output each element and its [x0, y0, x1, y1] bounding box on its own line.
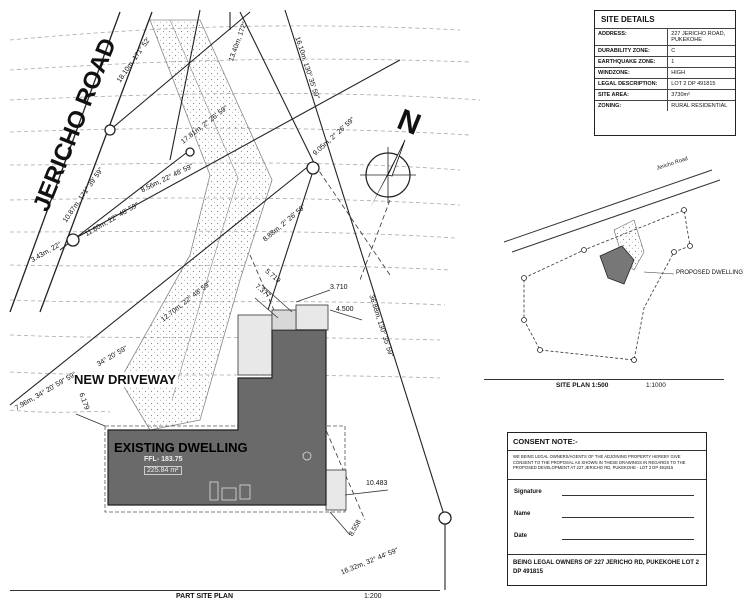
part-site-plan-underline — [10, 590, 440, 591]
consent-note-panel: CONSENT NOTE:- WE BEING LEGAL OWNERS/AGE… — [507, 432, 707, 586]
date-field[interactable] — [562, 539, 694, 540]
survey-pegs — [66, 124, 452, 525]
site-details-panel: SITE DETAILS ADDRESS:227 JERICHO ROAD, P… — [594, 10, 736, 136]
ffl-label: FFL- 183.75 — [144, 456, 183, 463]
existing-dwelling-footprint — [107, 329, 327, 506]
table-row: ADDRESS:227 JERICHO ROAD, PUKEKOHE — [595, 28, 735, 46]
boundary-lines — [9, 9, 446, 590]
dimension-lines — [75, 284, 389, 536]
dimension-label: 10.483 — [366, 480, 388, 487]
table-row: ZONING:RURAL RESIDENTIAL — [595, 100, 735, 111]
dimension-label: 3.710 — [330, 284, 348, 291]
part-site-plan-title: PART SITE PLAN — [176, 593, 234, 600]
dwelling-light-zones — [237, 304, 347, 511]
part-site-plan-scale: 1:200 — [364, 593, 382, 600]
name-label: Name — [514, 511, 531, 517]
date-label: Date — [514, 533, 528, 539]
small-site-plan — [503, 169, 721, 363]
site-plan-underline — [484, 379, 724, 380]
table-row: EARTHQUAKE ZONE:1 — [595, 56, 735, 68]
site-plan-scale: 1:1000 — [646, 382, 666, 389]
consent-text: WE BEING LEGAL OWNERS/AGENTS OF THE ADJO… — [508, 451, 706, 480]
name-field[interactable] — [562, 517, 694, 518]
consent-title: CONSENT NOTE:- — [508, 433, 706, 451]
name-row: Name — [508, 502, 706, 524]
dimension-label: 4.500 — [336, 306, 354, 313]
signature-field[interactable] — [562, 495, 694, 496]
area-label: 225.84 m² — [144, 466, 182, 475]
signature-row: Signature — [508, 480, 706, 502]
proposed-dwelling-label: PROPOSED DWELLING — [676, 270, 744, 276]
table-row: SITE AREA:3730m² — [595, 89, 735, 101]
signature-label: Signature — [514, 489, 542, 495]
table-row: WINDZONE:HIGH — [595, 67, 735, 79]
table-row: LEGAL DESCRIPTION:LOT 2 DP 491815 — [595, 78, 735, 90]
site-details-title: SITE DETAILS — [601, 15, 655, 24]
site-details-table: ADDRESS:227 JERICHO ROAD, PUKEKOHE DURAB… — [595, 28, 735, 111]
existing-dwelling-label: EXISTING DWELLING — [114, 440, 248, 455]
new-driveway-label: NEW DRIVEWAY — [72, 372, 179, 387]
site-plan-title: SITE PLAN 1:500 — [556, 382, 609, 389]
driveway — [119, 19, 273, 431]
table-row: DURABILITY ZONE:C — [595, 45, 735, 57]
date-row: Date — [508, 524, 706, 546]
consent-footer: BEING LEGAL OWNERS OF 227 JERICHO RD, PU… — [508, 554, 706, 585]
road-edge-lines — [9, 11, 153, 313]
north-arrow-icon — [360, 139, 416, 208]
